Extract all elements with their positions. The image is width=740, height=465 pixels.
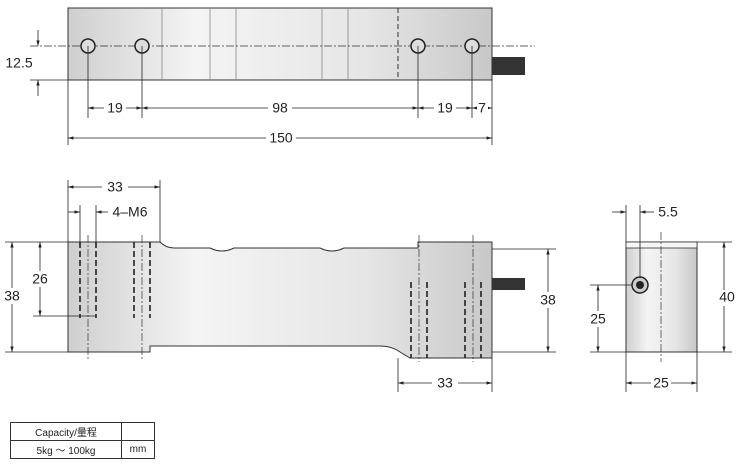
capacity-range: 5kg ～ 100kg (10, 440, 122, 459)
dim-33-bottom: 33 (437, 375, 453, 391)
dim-7: 7 (478, 100, 486, 116)
side-view: 33 4–M6 38 26 33 38 (3, 179, 557, 392)
dim-38-right: 38 (540, 292, 556, 308)
dim-5-5: 5.5 (658, 204, 678, 220)
cable-icon (492, 57, 525, 75)
dim-25-left: 25 (590, 311, 606, 327)
dim-40: 40 (719, 289, 735, 305)
dim-19-right: 19 (437, 100, 453, 116)
dim-19-left: 19 (107, 100, 123, 116)
dim-25-bottom: 25 (653, 375, 669, 391)
top-view: 12.5 19 98 19 7 150 (5, 7, 535, 146)
cable-icon (492, 278, 525, 290)
dim-150: 150 (269, 130, 293, 146)
thread-label: 4–M6 (112, 204, 147, 220)
dim-38-left: 38 (4, 288, 20, 304)
unit-label: mm (121, 440, 155, 459)
end-view: 5.5 25 40 25 (589, 204, 735, 392)
dim-98: 98 (272, 100, 288, 116)
dim-33-top: 33 (107, 179, 123, 195)
dim-26: 26 (32, 271, 48, 287)
capacity-header: Capacity/量程 (10, 422, 122, 441)
dim-12-5: 12.5 (5, 55, 32, 71)
